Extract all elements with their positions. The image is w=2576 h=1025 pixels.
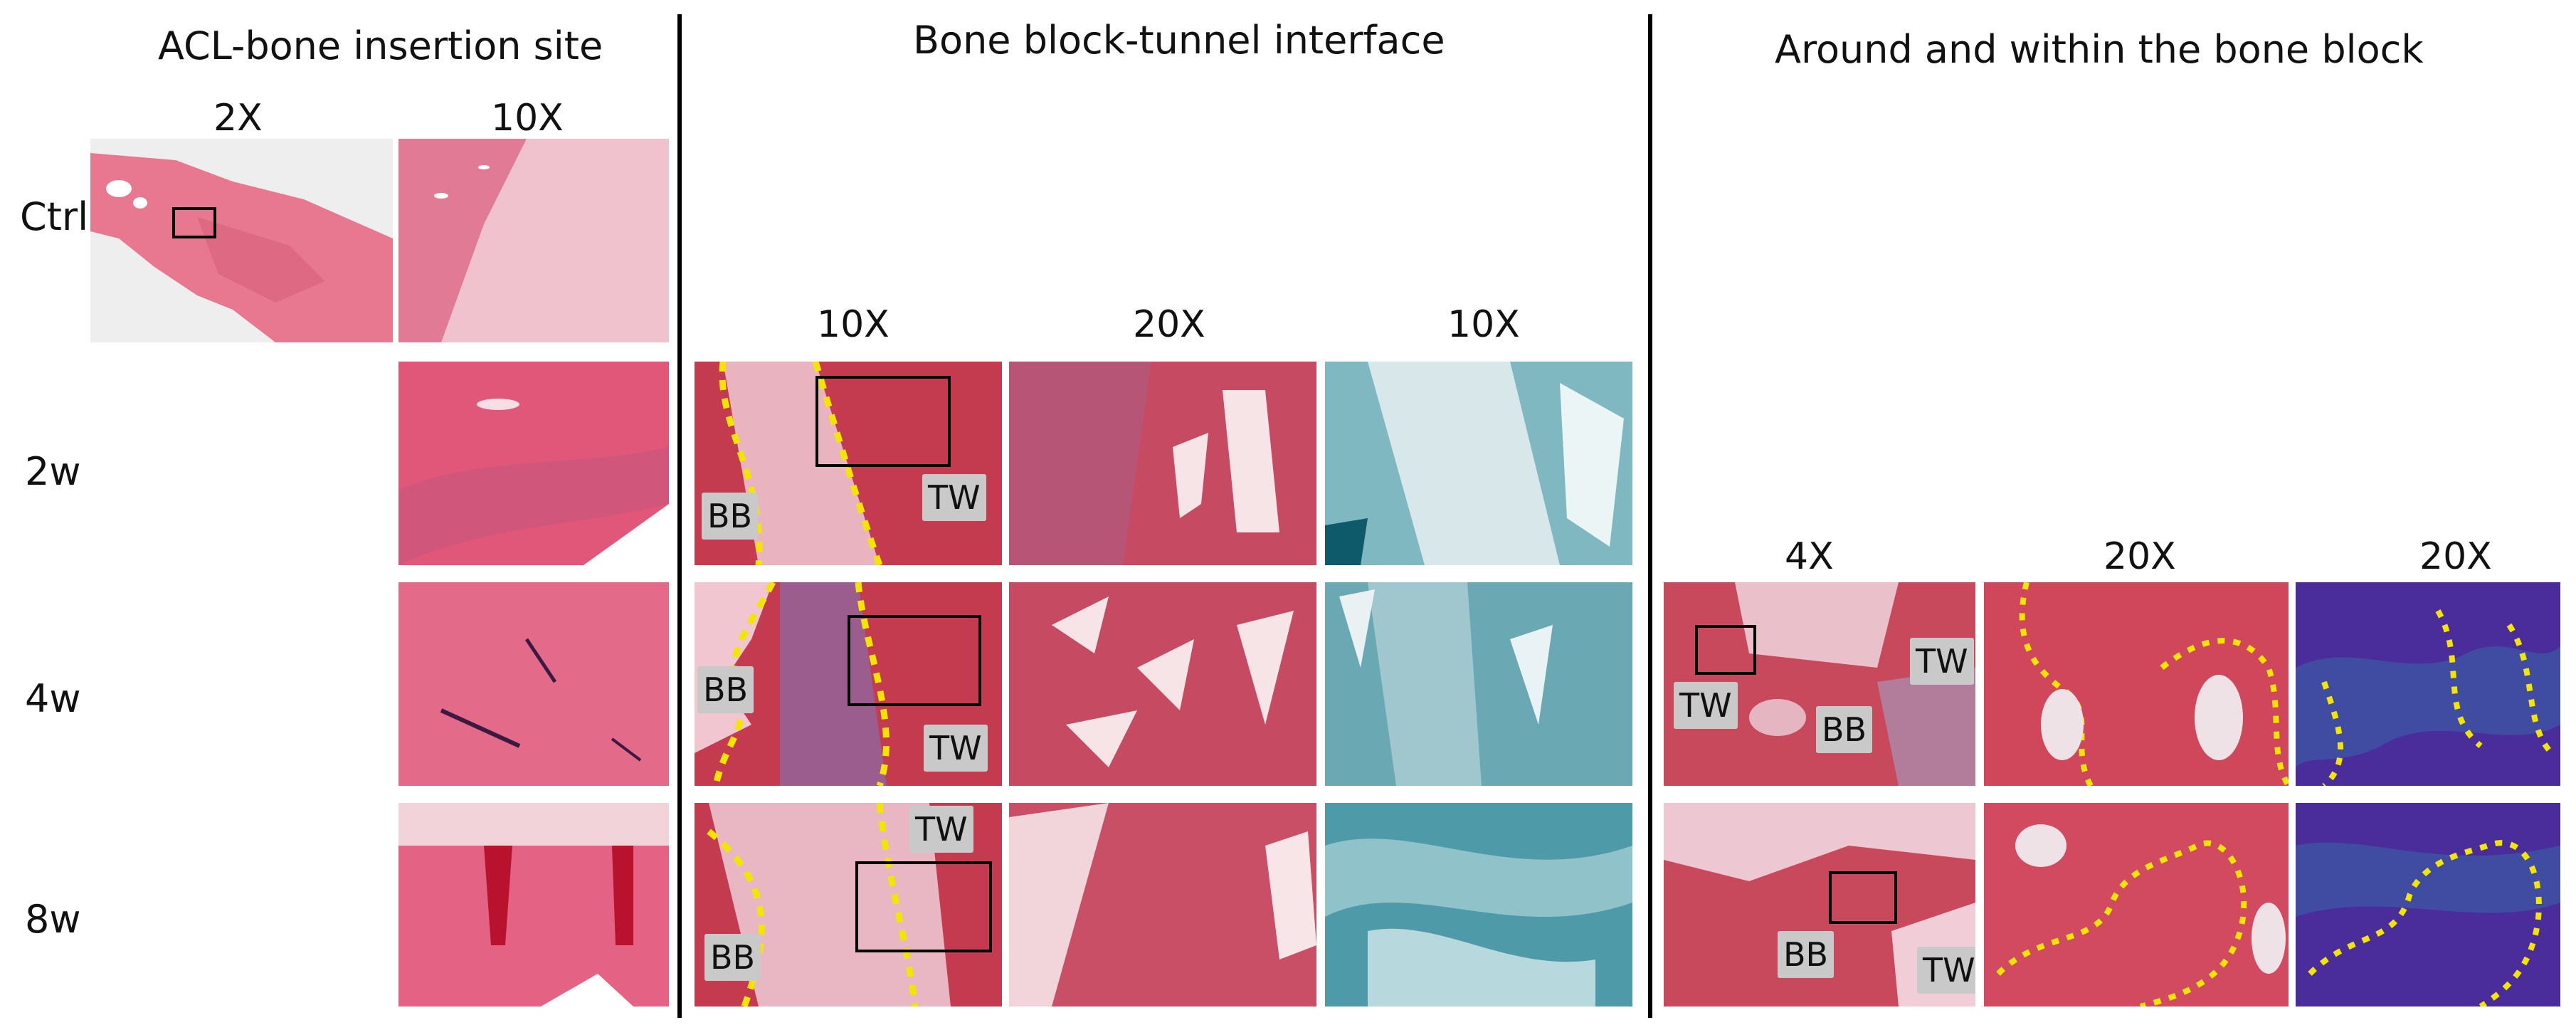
- panel-8w-around-he-20x: [1984, 803, 2289, 1006]
- zoom-box: [1695, 625, 1756, 675]
- divider-right: [1648, 14, 1652, 1018]
- zoom-box: [1829, 871, 1897, 924]
- row-label-4w: 4w: [25, 676, 81, 721]
- zoom-box: [855, 861, 992, 952]
- panel-4w-interface-he-20x: [1009, 582, 1316, 786]
- mag-label-around-4x: 4X: [1785, 535, 1834, 578]
- panel-8w-around-4x: BB TW: [1664, 803, 1975, 1006]
- mag-label-interface-he-10x: 10X: [817, 303, 890, 346]
- panel-4w-interface-he-10x: BB TW: [695, 582, 1002, 786]
- panel-2w-interface-he-20x: [1009, 362, 1316, 565]
- panel-8w-10x: [398, 803, 669, 1006]
- panel-8w-around-stain-20x: [2296, 803, 2560, 1006]
- row-label-2w: 2w: [25, 449, 81, 494]
- mag-label-around-he-20x: 20X: [2103, 535, 2176, 578]
- section-title-insertion: ACL-bone insertion site: [158, 23, 603, 68]
- tag-tw: TW: [924, 725, 988, 772]
- row-label-ctrl: Ctrl: [20, 194, 89, 239]
- zoom-box: [815, 376, 951, 467]
- panel-4w-interface-masson-10x: [1325, 582, 1632, 786]
- tag-tw: TW: [909, 806, 973, 853]
- row-label-8w: 8w: [25, 897, 81, 942]
- panel-8w-interface-he-10x: BB TW: [695, 803, 1002, 1006]
- panel-4w-around-he-20x: [1984, 582, 2289, 786]
- panel-ctrl-10x: [398, 139, 669, 342]
- panel-8w-interface-masson-10x: [1325, 803, 1632, 1006]
- tag-tw: TW: [922, 474, 986, 521]
- panel-2w-interface-masson-10x: [1325, 362, 1632, 565]
- panel-4w-around-4x: TW BB TW: [1664, 582, 1975, 786]
- mag-label-insertion-10x: 10X: [491, 97, 564, 140]
- zoom-box: [172, 207, 216, 238]
- panel-2w-interface-he-10x: BB TW: [695, 362, 1002, 565]
- section-title-around: Around and within the bone block: [1775, 27, 2424, 72]
- tag-bb: BB: [702, 493, 759, 540]
- section-title-interface: Bone block-tunnel interface: [913, 18, 1445, 63]
- tag-bb: BB: [704, 934, 761, 981]
- mag-label-around-stain-20x: 20X: [2419, 535, 2492, 578]
- mag-label-interface-he-20x: 20X: [1133, 303, 1205, 346]
- zoom-box: [848, 615, 981, 706]
- tag-bb: BB: [1816, 706, 1873, 753]
- panel-2w-10x: [398, 362, 669, 565]
- tag-bb: BB: [1778, 931, 1835, 978]
- tag-tw: TW: [1910, 638, 1974, 685]
- tag-tw: TW: [1674, 682, 1738, 729]
- divider-left: [677, 14, 682, 1018]
- mag-label-interface-masson-10x: 10X: [1447, 303, 1520, 346]
- tag-bb: BB: [697, 666, 754, 713]
- panel-4w-around-stain-20x: [2296, 582, 2560, 786]
- panel-8w-interface-he-20x: [1009, 803, 1316, 1006]
- panel-ctrl-2x: [90, 139, 393, 342]
- mag-label-insertion-2x: 2X: [213, 97, 263, 140]
- tag-tw: TW: [1917, 947, 1975, 994]
- panel-4w-10x: [398, 582, 669, 786]
